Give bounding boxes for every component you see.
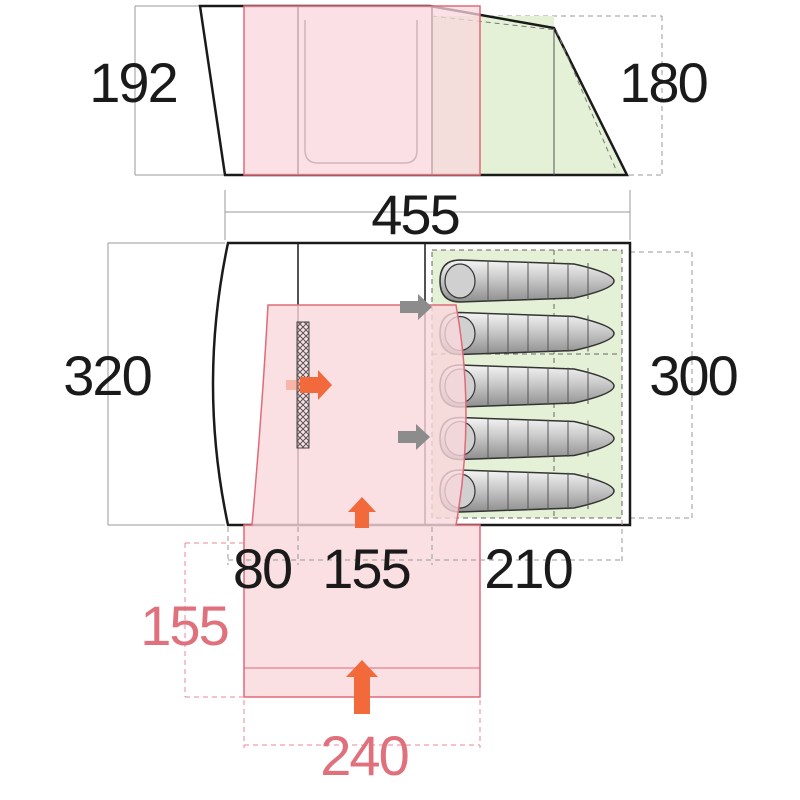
width-left-guides: [107, 242, 225, 526]
orange-arrow-extension-icon: [346, 660, 378, 714]
orange-arrow-side-icon: [286, 370, 332, 400]
width-right-label: 300: [649, 344, 736, 407]
side-height-left-guides: [134, 5, 225, 176]
side-height-right-label: 180: [619, 51, 706, 114]
depth-guides: [227, 520, 623, 565]
gray-arrow-lower-icon: [398, 424, 430, 450]
width-left-label: 320: [63, 344, 150, 407]
floor-plan: 320 300 80 155 210 155 240: [63, 241, 739, 787]
extension-guides: [184, 542, 481, 748]
sleeping-bags: [439, 259, 615, 513]
sleeping-bag: [439, 311, 615, 356]
bedroom-depth-label: 210: [484, 537, 571, 600]
side-view: 192 180: [89, 4, 709, 177]
orange-arrow-front-icon: [348, 497, 376, 528]
extension-depth-label: 155: [140, 594, 227, 657]
floor-outline: [211, 241, 632, 527]
living-depth-label: 155: [322, 537, 409, 600]
width-right-guides: [630, 251, 693, 519]
side-inner-dashed: [431, 15, 618, 173]
total-length-dimension: 455: [224, 183, 631, 246]
porch-depth-label: 80: [233, 537, 291, 600]
side-extension-overlay: [243, 5, 481, 176]
side-height-left-label: 192: [89, 51, 176, 114]
gray-arrow-upper-icon: [400, 294, 432, 320]
total-length-label: 455: [371, 183, 458, 246]
sleeping-bag: [439, 259, 615, 303]
sleeping-bag: [439, 469, 615, 513]
extension-width-label: 240: [320, 724, 407, 787]
